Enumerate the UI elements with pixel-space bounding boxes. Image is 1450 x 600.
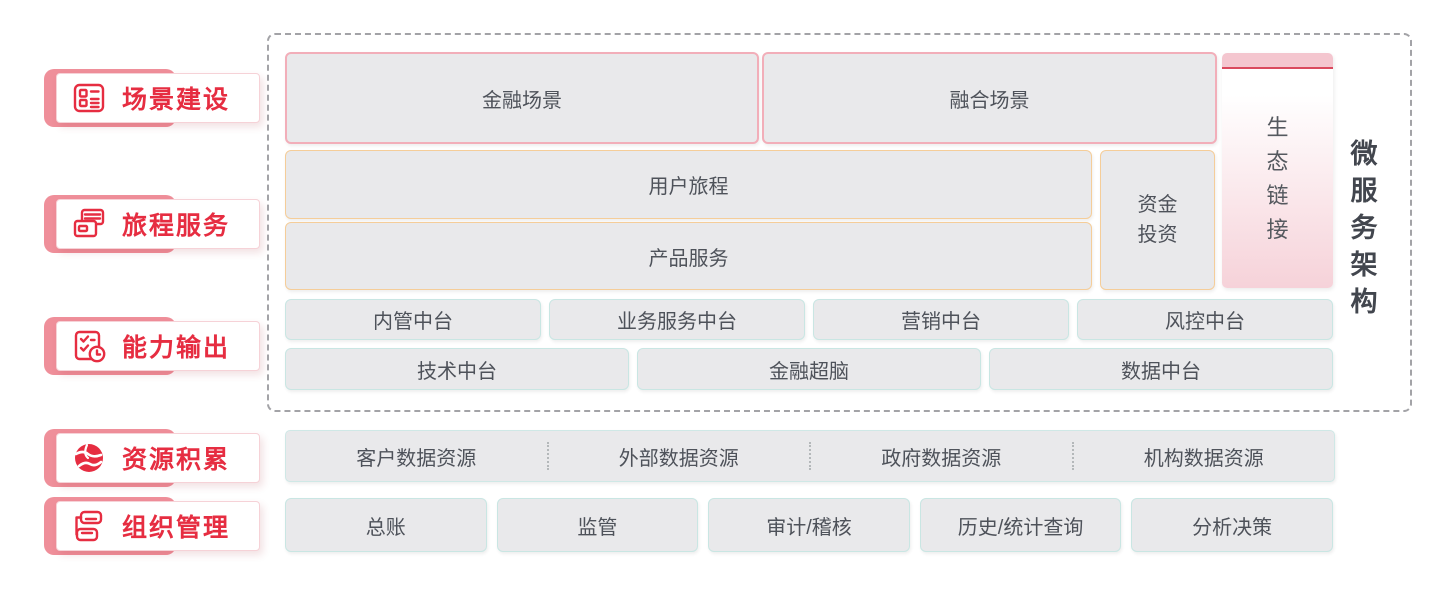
- eco-link-header-strip: [1222, 53, 1333, 69]
- block-regulation: 监管: [496, 498, 699, 552]
- resource-government-data: 政府数据资源: [881, 447, 1002, 470]
- sidebar-item-capability-output: 能力输出: [44, 317, 260, 375]
- sidebar-card: 场景建设: [56, 73, 260, 123]
- sidebar-item-organization-management: 组织管理: [44, 497, 260, 555]
- org-flow-icon: [70, 507, 108, 545]
- sidebar-card: 旅程服务: [56, 199, 260, 249]
- sidebar-item-label: 旅程服务: [122, 212, 231, 240]
- sidebar-item-resource-accumulation: 资源积累: [44, 429, 260, 487]
- platform-row-1: 内管中台 业务服务中台 营销中台 风控中台: [285, 299, 1333, 340]
- eco-link-column: 生态链接: [1222, 53, 1333, 288]
- block-financial-superbrain: 金融超脑: [637, 348, 981, 390]
- sidebar-item-label: 资源积累: [122, 446, 231, 474]
- block-fusion-scene: 融合场景: [762, 52, 1217, 144]
- block-general-ledger: 总账: [285, 498, 487, 552]
- block-technology-platform: 技术中台: [285, 348, 629, 390]
- sidebar-card: 能力输出: [56, 321, 260, 371]
- sidebar-item-label: 场景建设: [122, 86, 231, 114]
- frame-title-vertical: 微服务架构: [1350, 139, 1378, 317]
- block-risk-control-platform: 风控中台: [1077, 299, 1333, 340]
- funding-label: 资金投资: [1137, 194, 1178, 246]
- data-resource-bar: 客户数据资源 外部数据资源 政府数据资源 机构数据资源: [285, 430, 1335, 482]
- sidebar-item-label: 组织管理: [122, 514, 231, 542]
- layout-grid-icon: [70, 79, 108, 117]
- block-business-service-platform: 业务服务中台: [549, 299, 805, 340]
- block-product-service: 产品服务: [285, 222, 1092, 290]
- block-marketing-platform: 营销中台: [813, 299, 1069, 340]
- sidebar-card: 组织管理: [56, 501, 260, 551]
- dotted-divider: [809, 442, 811, 470]
- block-data-platform: 数据中台: [989, 348, 1333, 390]
- sidebar-card: 资源积累: [56, 433, 260, 483]
- management-row: 总账 监管 审计/稽核 历史/统计查询 分析决策: [285, 498, 1333, 552]
- block-history-statistics-query: 历史/统计查询: [919, 498, 1122, 552]
- sidebar-item-journey-service: 旅程服务: [44, 195, 260, 253]
- eco-link-label: 生态链接: [1266, 114, 1289, 242]
- eco-link-body: 生态链接: [1222, 69, 1333, 288]
- platform-row-2: 技术中台 金融超脑 数据中台: [285, 348, 1333, 390]
- microservice-architecture-frame: [267, 33, 1412, 412]
- resource-institution-data: 机构数据资源: [1143, 447, 1264, 470]
- globe-icon: [70, 439, 108, 477]
- block-audit: 审计/稽核: [708, 498, 910, 552]
- checklist-clock-icon: [70, 327, 108, 365]
- resource-customer-data: 客户数据资源: [356, 447, 477, 470]
- bank-cards-icon: [70, 205, 108, 243]
- block-user-journey: 用户旅程: [285, 150, 1092, 219]
- block-internal-mgmt-platform: 内管中台: [285, 299, 541, 340]
- sidebar-item-label: 能力输出: [122, 334, 231, 362]
- block-analysis-decision: 分析决策: [1131, 498, 1333, 552]
- dotted-divider: [546, 442, 549, 470]
- resource-external-data: 外部数据资源: [618, 447, 739, 470]
- block-financial-scene: 金融场景: [285, 52, 759, 144]
- dotted-divider: [1071, 442, 1074, 470]
- sidebar-item-scene-building: 场景建设: [44, 69, 260, 127]
- block-funding-investment: 资金投资: [1100, 150, 1215, 290]
